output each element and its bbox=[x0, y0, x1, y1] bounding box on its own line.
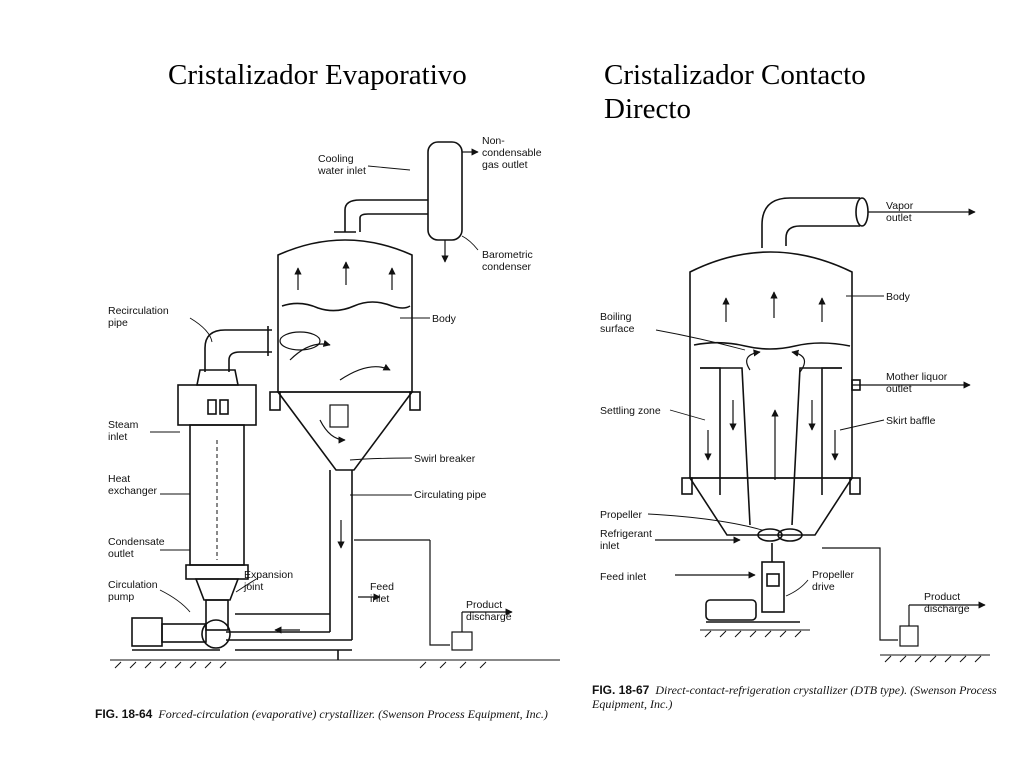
heat-exchanger bbox=[177, 369, 257, 631]
dtb-crystallizer-drawing bbox=[655, 197, 990, 663]
caption-left-text: Forced-circulation (evaporative) crystal… bbox=[158, 707, 548, 721]
body-vessel bbox=[269, 231, 421, 471]
caption-left: FIG. 18-64 Forced-circulation (evaporati… bbox=[95, 707, 565, 721]
label-circulating-pipe: Circulating pipe bbox=[414, 489, 487, 501]
label-settling-zone: Settling zone bbox=[600, 405, 661, 417]
dtb-flow-arrows bbox=[704, 291, 839, 480]
left-leaders bbox=[150, 165, 479, 613]
label-dtb-feed-inlet: Feed inlet bbox=[600, 571, 646, 583]
caption-left-fig: FIG. 18-64 bbox=[95, 707, 153, 721]
circulation-pump bbox=[131, 617, 231, 651]
propeller-assembly bbox=[705, 528, 803, 623]
evaporative-crystallizer-drawing bbox=[110, 141, 560, 669]
right-leaders bbox=[647, 295, 885, 597]
caption-right-text: Direct-contact-refrigeration crystallize… bbox=[592, 683, 997, 711]
label-swirl-breaker: Swirl breaker bbox=[414, 453, 476, 465]
caption-right-fig: FIG. 18-67 bbox=[592, 683, 650, 697]
ground-right bbox=[700, 629, 990, 663]
title-evaporative: Cristalizador Evaporativo bbox=[168, 59, 467, 91]
body-flow-arrows bbox=[289, 261, 396, 444]
label-propeller: Propeller bbox=[600, 509, 643, 521]
label-body: Body bbox=[432, 313, 457, 325]
recirculation-pipe bbox=[204, 329, 272, 372]
barometric-condenser bbox=[344, 141, 479, 263]
label-dtb-body: Body bbox=[886, 291, 911, 303]
label-skirt-baffle: Skirt baffle bbox=[886, 415, 936, 427]
caption-right: FIG. 18-67 Direct-contact-refrigeration … bbox=[592, 683, 997, 711]
skirt-baffle bbox=[700, 367, 842, 526]
dtb-lines bbox=[655, 381, 986, 647]
dtb-body-vessel bbox=[681, 251, 861, 536]
title-direct-contact: Cristalizador Contacto Directo bbox=[604, 59, 866, 125]
ground-left bbox=[110, 659, 560, 669]
vapor-outlet-pipe bbox=[761, 197, 976, 248]
